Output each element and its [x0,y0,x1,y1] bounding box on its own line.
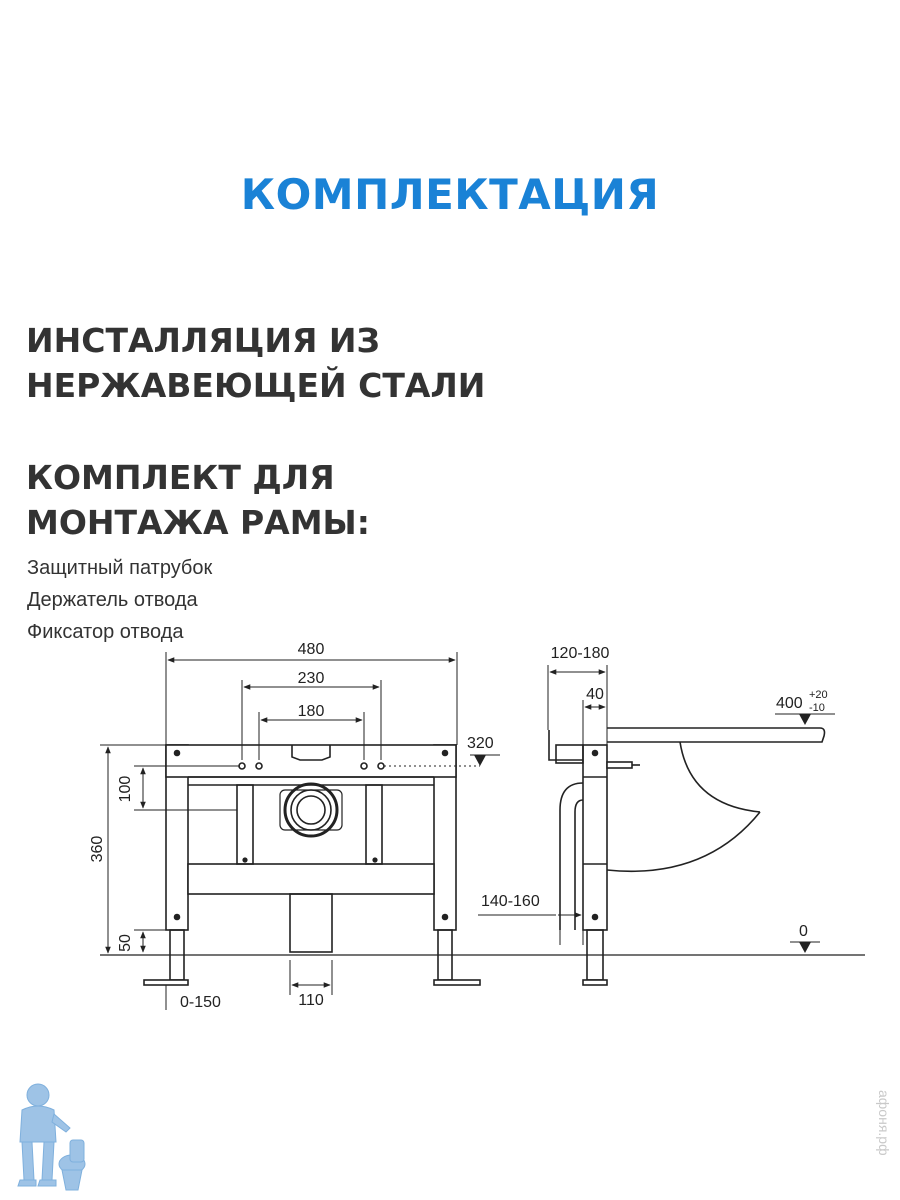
kit-list: Защитный патрубок Держатель отвода Фикса… [27,552,212,648]
dim-100: 100 [117,776,134,803]
dim-400-tolerance-minus: -10 [809,702,825,714]
watermark-text: афоня.рф [876,1090,892,1156]
dim-230: 230 [298,670,325,687]
kit-item-outlet-holder: Держатель отвода [27,589,198,611]
page-title: КОМПЛЕКТАЦИЯ [240,170,660,219]
side-view [548,727,826,986]
dim-360: 360 [89,836,106,863]
kit-item-outlet-clamp: Фиксатор отвода [27,621,184,643]
plumber-mascot-logo [17,1083,86,1191]
kit-heading: КОМПЛЕКТ ДЛЯ МОНТАЖА РАМЫ: [26,455,370,545]
dim-180: 180 [298,703,325,720]
dim-floor-0: 0 [799,923,808,940]
front-view [143,744,481,986]
dim-40: 40 [586,686,604,703]
product-heading-line-2: НЕРЖАВЕЮЩЕЙ СТАЛИ [26,366,486,405]
dim-400-tolerance-plus: +20 [809,689,828,701]
installation-technical-drawing: 480 230 180 320 100 360 50 0-150 110 120… [89,641,865,1010]
product-heading-line-1: ИНСТАЛЛЯЦИЯ ИЗ [26,321,380,360]
dim-320: 320 [467,735,494,752]
dim-110: 110 [298,992,324,1009]
dim-120-180: 120-180 [551,645,610,662]
dim-400: 400 [776,695,803,712]
kit-heading-line-2: МОНТАЖА РАМЫ: [26,503,370,542]
product-heading: ИНСТАЛЛЯЦИЯ ИЗ НЕРЖАВЕЮЩЕЙ СТАЛИ [26,318,485,408]
kit-heading-line-1: КОМПЛЕКТ ДЛЯ [26,458,335,497]
dim-480: 480 [298,641,325,658]
kit-item-protective-pipe: Защитный патрубок [27,557,213,579]
dim-0-150: 0-150 [180,994,221,1010]
dim-50: 50 [117,934,134,952]
dim-140-160: 140-160 [481,893,540,910]
